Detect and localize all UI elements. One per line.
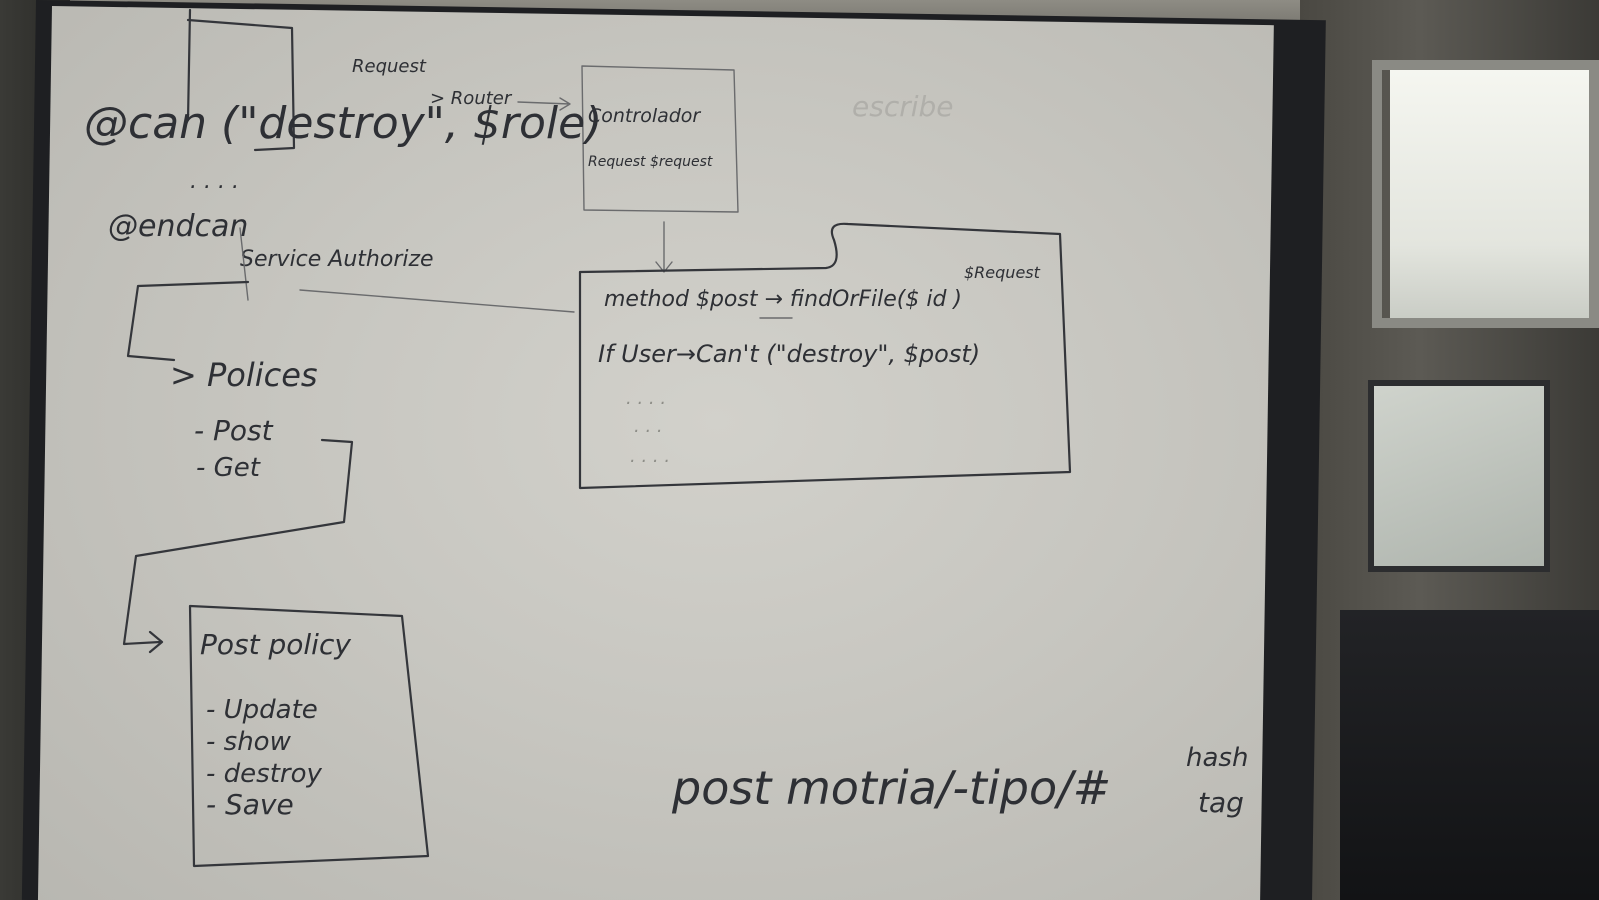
postpolicy-item-show: - show [206, 727, 292, 757]
escribe-label: escribe [852, 90, 954, 123]
service-authorize-label: Service Authorize [240, 247, 434, 272]
policies-arrow [126, 280, 250, 362]
postpolicy-box [188, 604, 430, 868]
postpolicy-item-destroy: - destroy [206, 759, 322, 789]
router-label: > Router [430, 88, 513, 109]
window [1390, 70, 1599, 320]
postpolicy-arrow [122, 438, 354, 654]
window-frame [1372, 60, 1599, 328]
hash-word: hash [1186, 743, 1248, 773]
endcan-directive: @endcan [108, 209, 248, 244]
post-route-text: post motria/-tipo/# [671, 761, 1111, 815]
policy-item-post: - Post [194, 414, 274, 447]
controller-subtitle: Request $request [588, 154, 713, 170]
can-directive: @can ("destroy", $role) [84, 98, 602, 149]
desk [1340, 610, 1599, 900]
method-line: method $post → findOrFile($ id ) [604, 287, 962, 312]
cursor-stroke [239, 227, 249, 301]
router-arrow [517, 97, 571, 111]
dots-2: . . . [634, 416, 663, 437]
policies-label: > Polices [170, 356, 318, 394]
request-tag: $Request [964, 263, 1041, 282]
link-line [299, 289, 575, 313]
if-line: If User→Can't ("destroy", $post) [598, 340, 980, 368]
dots-3: . . . . [630, 446, 670, 467]
method-box [578, 222, 1072, 490]
monitor [1368, 380, 1550, 572]
postpolicy-item-save: - Save [206, 788, 294, 821]
policy-item-get: - Get [196, 453, 261, 483]
dots-1: . . . . [626, 388, 666, 409]
controller-title: Controlador [588, 105, 701, 127]
controller-box [581, 65, 739, 213]
can-dots: . . . . [190, 169, 239, 194]
small-box [186, 8, 296, 152]
postpolicy-title: Post policy [200, 628, 351, 661]
postpolicy-item-update: - Update [206, 695, 318, 725]
down-arrow [655, 221, 673, 273]
request-label: Request [352, 56, 427, 77]
tag-word: tag [1198, 786, 1244, 819]
